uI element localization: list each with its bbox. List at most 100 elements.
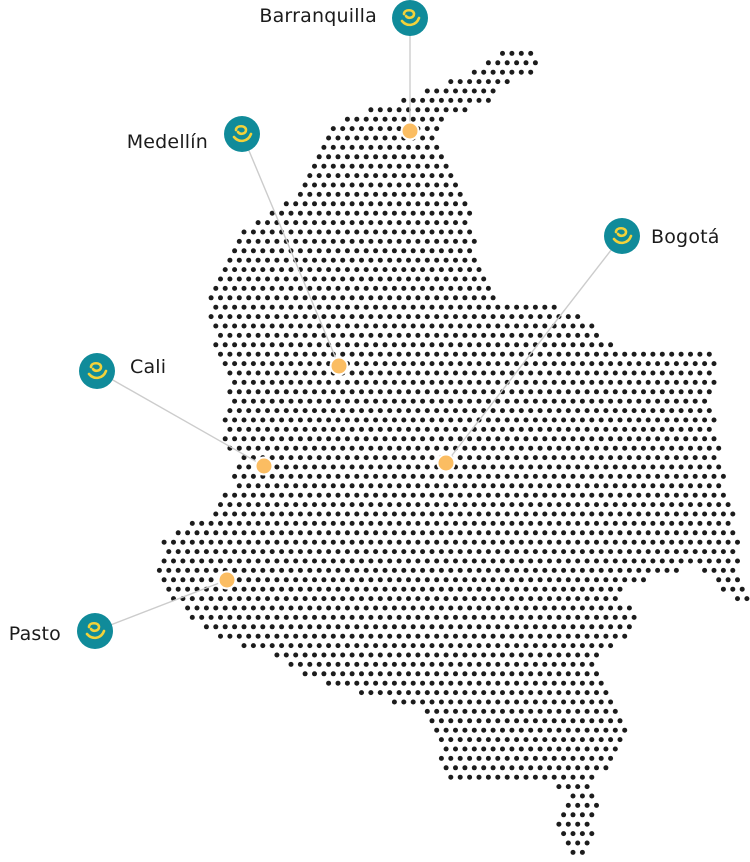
map-dot (575, 332, 581, 338)
map-dot (312, 351, 317, 357)
city-medellin[interactable]: Medellín (127, 131, 208, 153)
map-dot (330, 257, 336, 263)
map-dot (504, 473, 510, 479)
map-dot (702, 530, 708, 536)
map-dot (514, 774, 520, 780)
map-dot (490, 727, 496, 733)
map-dot (584, 690, 590, 696)
map-dot (565, 539, 571, 545)
map-dot (415, 238, 421, 244)
map-dot (288, 549, 294, 555)
map-dot (269, 530, 275, 536)
map-dot (236, 539, 242, 545)
map-dot (326, 417, 332, 423)
map-dot (415, 483, 421, 489)
city-pasto[interactable]: Pasto (9, 623, 61, 645)
location-logo-icon[interactable] (604, 218, 640, 254)
leader-line-pasto (94, 579, 228, 632)
map-dot (514, 737, 520, 743)
map-dot (471, 539, 477, 545)
map-dot (297, 530, 303, 536)
map-dot (410, 530, 416, 536)
map-dot (434, 671, 440, 677)
map-dot (382, 511, 388, 517)
map-dot (293, 633, 299, 639)
map-dot (236, 577, 242, 583)
map-dot (485, 680, 491, 686)
map-dot (359, 370, 364, 376)
city-barranquilla[interactable]: Barranquilla (259, 5, 377, 27)
map-dot (349, 577, 355, 583)
map-dot (495, 342, 501, 348)
map-dot (561, 699, 567, 705)
map-dot (335, 267, 341, 273)
map-dot (391, 661, 397, 667)
map-dot (307, 511, 313, 517)
map-dot (250, 417, 256, 423)
map-dot (335, 549, 341, 555)
map-dot (260, 530, 266, 536)
map-dot (636, 549, 642, 555)
map-dot (664, 436, 670, 442)
map-dot (302, 614, 308, 620)
map-dot (603, 502, 609, 508)
location-logo-icon[interactable] (392, 0, 428, 36)
map-dot (396, 483, 402, 489)
city-bogota[interactable]: Bogotá (651, 226, 720, 248)
map-dot (594, 351, 599, 357)
marker-dot-medellin[interactable] (329, 356, 349, 376)
map-dot (514, 473, 520, 479)
map-dot (415, 577, 421, 583)
map-dot (481, 652, 487, 658)
map-dot (250, 361, 256, 367)
map-dot (570, 643, 576, 649)
map-dot (340, 577, 346, 583)
map-dot (453, 88, 458, 94)
map-dot (504, 323, 510, 329)
map-dot (255, 238, 261, 244)
map-dot (551, 436, 557, 442)
map-dot (410, 511, 416, 517)
map-dot (415, 426, 421, 432)
map-dot (645, 492, 651, 498)
marker-dot-barranquilla[interactable] (400, 121, 420, 141)
map-dot (467, 473, 473, 479)
map-dot (349, 614, 355, 620)
map-dot (542, 361, 548, 367)
map-dot (500, 765, 505, 771)
marker-dot-cali[interactable] (254, 456, 274, 476)
map-dot (429, 285, 435, 291)
map-dot (504, 379, 510, 385)
map-dot (222, 436, 228, 442)
map-dot (495, 624, 501, 630)
location-logo-icon[interactable] (79, 353, 115, 389)
map-dot (438, 342, 444, 348)
map-dot (476, 699, 482, 705)
map-dot (250, 549, 256, 555)
map-dot (697, 445, 703, 451)
location-logo-icon[interactable] (224, 116, 260, 152)
location-logo-icon[interactable] (77, 613, 113, 649)
map-dot (354, 191, 360, 197)
map-dot (410, 154, 416, 160)
map-dot (349, 276, 355, 282)
city-cali[interactable]: Cali (130, 356, 166, 378)
map-dot (250, 267, 256, 273)
marker-dot-bogota[interactable] (436, 453, 456, 473)
map-dot (608, 436, 614, 442)
map-dot (377, 464, 383, 470)
map-dot (363, 191, 369, 197)
map-dot (420, 680, 426, 686)
map-dot (570, 417, 576, 423)
map-dot (603, 765, 609, 771)
map-dot (424, 577, 430, 583)
map-dot (471, 370, 477, 376)
marker-dot-pasto[interactable] (217, 570, 237, 590)
map-dot (410, 342, 416, 348)
map-dot (669, 464, 675, 470)
map-dot (678, 520, 684, 526)
map-dot (551, 417, 557, 423)
map-dot (448, 304, 454, 310)
map-dot (335, 210, 341, 216)
map-dot (448, 624, 454, 630)
